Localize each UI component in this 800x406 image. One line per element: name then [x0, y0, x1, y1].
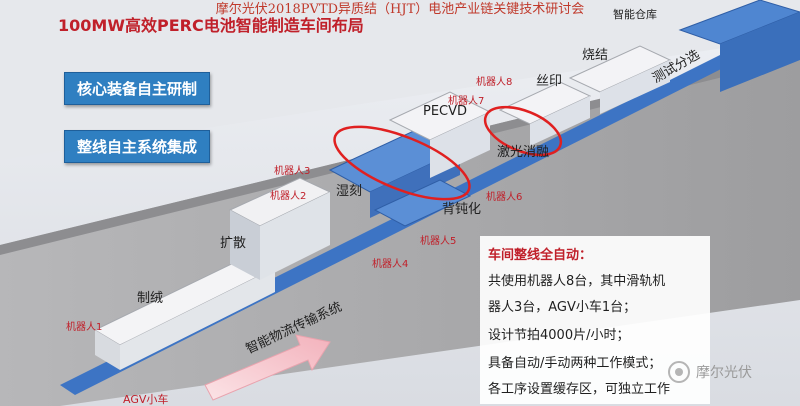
- automation-line-5: 各工序设置缓存区，可独立工作: [488, 382, 671, 397]
- robot-label-3: 机器人3: [274, 166, 311, 177]
- robot-label-2: 机器人2: [270, 191, 307, 202]
- texturing-machine-side: [95, 330, 120, 370]
- label-screen-print: 丝印: [536, 74, 563, 89]
- warehouse-rack: [678, 0, 800, 45]
- feature-box-equipment: 核心装备自主研制: [64, 72, 211, 105]
- feature-box-integration: 整线自主系统集成: [64, 130, 211, 163]
- diffusion-machine-side: [230, 210, 260, 280]
- laser-highlight: [483, 105, 563, 157]
- sintering-front: [600, 60, 670, 114]
- diffusion-machine-front: [260, 192, 330, 280]
- robot-label-5: 机器人5: [420, 236, 457, 247]
- label-texturing: 制绒: [137, 291, 164, 306]
- label-sintering: 烧结: [582, 48, 609, 63]
- label-back-passivation: 背钝化: [442, 202, 482, 217]
- conference-banner: 摩尔光伏2018PVTD异质结（HJT）电池产业链关键技术研讨会: [215, 2, 585, 17]
- watermark-text: 摩尔光伏: [696, 365, 752, 381]
- automation-title: 车间整线全自动：: [488, 248, 593, 263]
- automation-line-1: 共使用机器人8台，其中滑轨机: [488, 274, 666, 289]
- page-title: 100MW高效PERC电池智能制造车间布局: [58, 16, 364, 35]
- label-diffusion: 扩散: [220, 236, 247, 251]
- screen-print-front: [530, 96, 590, 146]
- pecvd-machine-front: [430, 112, 490, 178]
- robot-label-1: 机器人1: [66, 322, 103, 333]
- robot-label-6: 机器人6: [486, 192, 523, 203]
- robot-label-4: 机器人4: [372, 259, 409, 270]
- texturing-machine-front: [120, 268, 275, 370]
- label-agv: AGV小车: [123, 393, 169, 406]
- watermark: 摩尔光伏: [668, 360, 786, 384]
- automation-line-4: 具备自动/手动两种工作模式；: [488, 356, 662, 371]
- robot-label-8: 机器人8: [476, 77, 513, 88]
- passivation-machine: [373, 179, 472, 227]
- label-warehouse: 智能仓库: [613, 8, 657, 21]
- label-pecvd: PECVD: [423, 104, 468, 119]
- wet-etch-highlight: [333, 125, 471, 201]
- label-wet-etch: 湿刻: [336, 184, 363, 199]
- automation-line-2: 器人3台，AGV小车1台；: [488, 300, 637, 315]
- label-laser: 激光消融: [497, 145, 550, 160]
- logistics-arrow: [204, 334, 331, 401]
- wechat-icon: [668, 361, 690, 383]
- robot-label-7: 机器人7: [448, 96, 485, 107]
- automation-line-3: 设计节拍4000片/小时；: [488, 328, 630, 343]
- warehouse-rack-front: [720, 12, 800, 92]
- back-wall: [0, 0, 800, 160]
